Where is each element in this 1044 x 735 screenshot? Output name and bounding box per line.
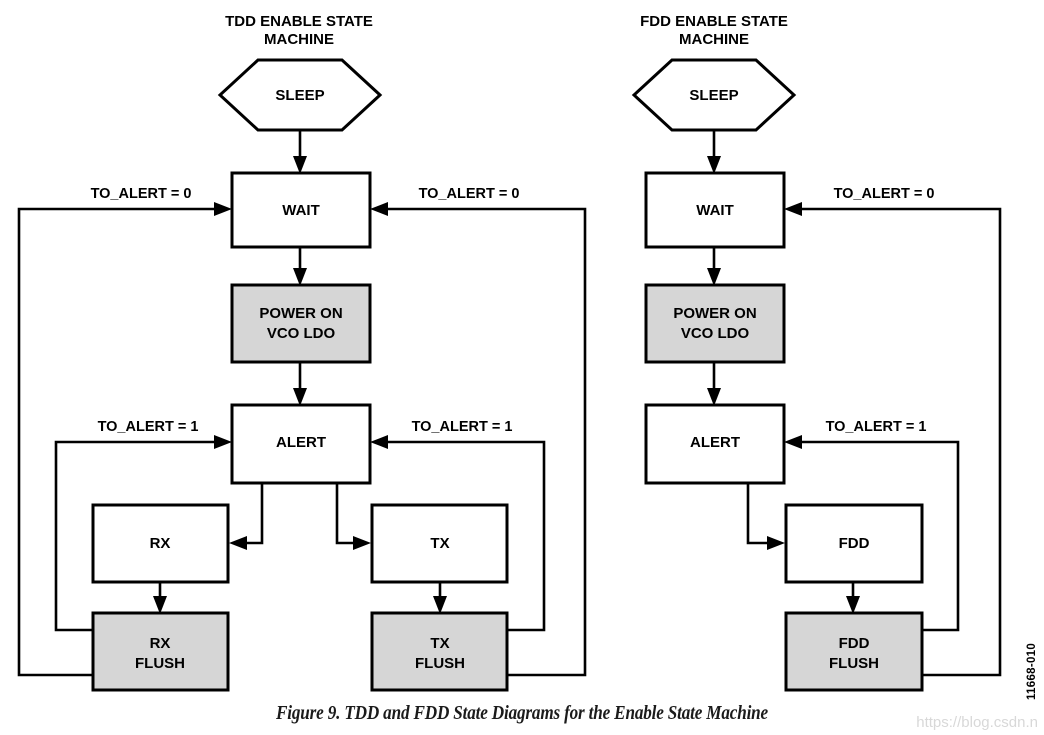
fdd-edge-label-alert-right: TO_ALERT = 1 (826, 419, 927, 435)
fdd-node-fdd-flush-label-line2: FLUSH (829, 655, 879, 672)
tdd-node-tx-flush-label-line1: TX (430, 635, 449, 652)
tdd-edge-txflush-to-alert (370, 435, 546, 632)
tdd-node-rx[interactable]: RX (91, 503, 230, 584)
fdd-state-machine-diagram: FDD ENABLE STATE MACHINE (631, 13, 1002, 692)
tdd-node-tx[interactable]: TX (370, 503, 509, 584)
tdd-state-machine-diagram: TDD ENABLE STATE MACHINE (17, 13, 587, 692)
tdd-node-rx-label: RX (150, 535, 171, 552)
tdd-edge-label-wait-right: TO_ALERT = 0 (419, 186, 520, 202)
tdd-edge-label-wait-left: TO_ALERT = 0 (91, 186, 192, 202)
tdd-edge-txflush-to-wait (370, 202, 587, 677)
tdd-node-rx-flush-label-line1: RX (150, 635, 171, 652)
tdd-title-line2: MACHINE (264, 31, 334, 48)
tdd-edge-wait-to-poweron (293, 247, 307, 286)
fdd-edge-fdd-to-fddflush (846, 582, 860, 614)
fdd-title-line2: MACHINE (679, 31, 749, 48)
fdd-node-wait-label: WAIT (696, 202, 734, 219)
fdd-node-sleep-label: SLEEP (689, 87, 738, 104)
fdd-edge-poweron-to-alert (707, 362, 721, 406)
fdd-edge-alert-to-fdd (746, 483, 785, 550)
tdd-edge-poweron-to-alert (293, 362, 307, 406)
fdd-title-line1: FDD ENABLE STATE (640, 13, 788, 30)
tdd-node-wait-label: WAIT (282, 202, 320, 219)
fdd-node-wait[interactable]: WAIT (644, 171, 786, 249)
fdd-node-power-on-label-line1: POWER ON (673, 305, 756, 322)
tdd-node-tx-flush[interactable]: TX FLUSH (370, 611, 509, 692)
tdd-node-tx-label: TX (430, 535, 449, 552)
tdd-node-rx-flush[interactable]: RX FLUSH (91, 611, 230, 692)
fdd-edge-wait-to-poweron (707, 247, 721, 286)
tdd-node-sleep-label: SLEEP (275, 87, 324, 104)
fdd-node-power-on-vco-ldo[interactable]: POWER ON VCO LDO (644, 283, 786, 364)
watermark-text: https://blog.csdn.n (916, 714, 1038, 731)
tdd-node-alert[interactable]: ALERT (230, 403, 372, 485)
tdd-node-wait[interactable]: WAIT (230, 171, 372, 249)
tdd-node-alert-label: ALERT (276, 434, 326, 451)
fdd-node-alert-label: ALERT (690, 434, 740, 451)
tdd-edge-tx-to-txflush (433, 582, 447, 614)
tdd-node-tx-flush-label-line2: FLUSH (415, 655, 465, 672)
tdd-node-power-on-vco-ldo[interactable]: POWER ON VCO LDO (230, 283, 372, 364)
tdd-node-power-on-label-line2: VCO LDO (267, 325, 336, 342)
fdd-edge-fddflush-to-wait (784, 202, 1002, 677)
fdd-edge-sleep-to-wait (707, 130, 721, 174)
tdd-edge-label-alert-right: TO_ALERT = 1 (412, 419, 513, 435)
tdd-edge-rx-to-rxflush (153, 582, 167, 614)
fdd-edge-fddflush-to-alert (784, 435, 960, 632)
figure-id-label: 11668-010 (1026, 642, 1038, 700)
fdd-node-power-on-label-line2: VCO LDO (681, 325, 750, 342)
tdd-node-power-on-label-line1: POWER ON (259, 305, 342, 322)
fdd-edge-label-wait-right: TO_ALERT = 0 (834, 186, 935, 202)
fdd-node-alert[interactable]: ALERT (644, 403, 786, 485)
tdd-node-sleep[interactable]: SLEEP (217, 58, 383, 132)
fdd-node-sleep[interactable]: SLEEP (631, 58, 797, 132)
fdd-node-fdd-flush-label-line1: FDD (839, 635, 870, 652)
tdd-node-rx-flush-label-line2: FLUSH (135, 655, 185, 672)
tdd-edge-rxflush-to-alert (54, 435, 232, 632)
figure-caption: Figure 9. TDD and FDD State Diagrams for… (276, 703, 768, 724)
fdd-node-fdd-flush[interactable]: FDD FLUSH (784, 611, 924, 692)
fdd-node-fdd[interactable]: FDD (784, 503, 924, 584)
tdd-title-line1: TDD ENABLE STATE (225, 13, 373, 30)
tdd-edge-label-alert-left: TO_ALERT = 1 (98, 419, 199, 435)
tdd-edge-alert-to-rx (229, 483, 264, 550)
tdd-edge-sleep-to-wait (293, 130, 307, 174)
tdd-edge-alert-to-tx (335, 483, 371, 550)
fdd-node-fdd-label: FDD (839, 535, 870, 552)
tdd-edge-rxflush-to-wait (17, 202, 232, 677)
